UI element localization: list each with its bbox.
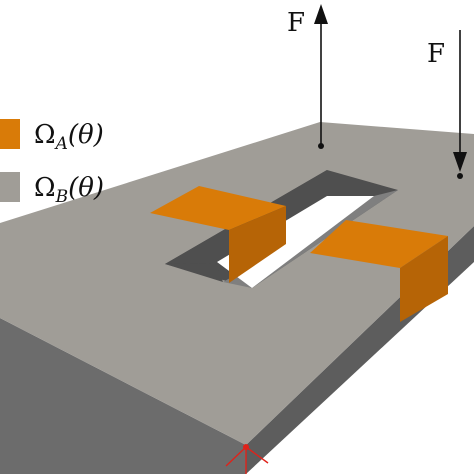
force-down-label: F [427,39,445,69]
force-up-label: F [287,8,305,38]
legend-omega-a-subscript: A [54,134,68,154]
support [225,444,269,474]
legend-omega-b-subscript: B [55,187,69,207]
force-down: F [427,30,467,179]
material-a-left-top [150,186,286,230]
force-down-arrowhead [453,152,467,172]
material-a-regions [150,186,448,322]
slot-left-wall [165,263,223,282]
material-a-right-side [400,236,448,322]
force-up-application-point [318,143,324,149]
support-leg-right [245,446,269,464]
legend-label-omega-b: ΩB(θ) [34,173,104,207]
legend-swatch-omega-b [0,172,20,202]
slab-front-face [0,318,246,474]
slot-through-opening [217,196,374,288]
legend-swatch-omega-a [0,119,20,149]
legend-omega-b-symbol: Ω [34,173,56,203]
legend-omega-b-argument: (θ) [68,173,104,203]
legend-label-omega-a: ΩA(θ) [34,120,104,154]
force-up: F [287,4,328,149]
legend-omega-a-symbol: Ω [34,120,56,150]
support-leg-left [225,446,247,467]
legend-omega-a-argument: (θ) [68,120,104,150]
force-down-application-point [457,173,463,179]
material-a-left-side [229,206,286,283]
legend: ΩA(θ) ΩB(θ) [0,119,104,207]
material-a-right-top [310,220,448,268]
force-up-arrowhead [314,4,328,24]
